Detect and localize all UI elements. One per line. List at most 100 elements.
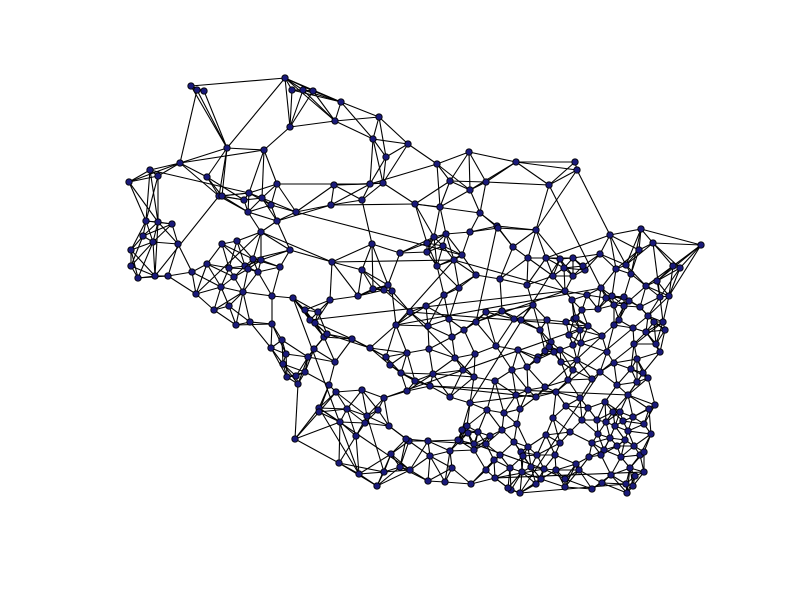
graph-node xyxy=(669,262,677,270)
graph-node xyxy=(602,294,610,302)
graph-node xyxy=(542,254,550,262)
graph-node xyxy=(622,261,630,269)
graph-node xyxy=(278,336,286,344)
graph-node xyxy=(358,386,366,394)
graph-edge xyxy=(295,184,335,213)
graph-edge xyxy=(361,389,368,417)
graph-node xyxy=(332,388,340,396)
graph-edge xyxy=(395,287,602,326)
graph-edge xyxy=(228,305,251,323)
graph-edge xyxy=(469,258,561,404)
graph-node xyxy=(403,349,411,357)
graph-edge xyxy=(515,161,578,171)
graph-node xyxy=(491,474,499,482)
graph-node xyxy=(466,399,474,407)
graph-edge xyxy=(338,462,385,473)
graph-edge xyxy=(179,162,208,178)
graph-edge xyxy=(461,254,477,276)
graph-edge xyxy=(516,423,529,448)
graph-edge xyxy=(190,77,286,87)
graph-node xyxy=(578,416,586,424)
graph-edge xyxy=(330,203,416,206)
graph-node xyxy=(621,436,629,444)
graph-edge xyxy=(627,394,634,418)
graph-node xyxy=(466,186,474,194)
graph-node xyxy=(388,287,396,295)
graph-node xyxy=(380,286,388,294)
graph-edge xyxy=(659,296,664,323)
graph-node xyxy=(490,456,498,464)
graph-node xyxy=(551,451,559,459)
graph-node xyxy=(543,316,551,324)
graph-node xyxy=(327,201,335,209)
graph-edge xyxy=(371,243,374,290)
graph-edge xyxy=(407,143,438,165)
graph-edge xyxy=(485,311,515,320)
graph-node xyxy=(549,414,557,422)
graph-node xyxy=(406,308,414,316)
graph-edge xyxy=(294,438,340,464)
graph-edge xyxy=(203,90,228,149)
graph-node xyxy=(611,422,619,430)
graph-edge xyxy=(451,467,472,485)
graph-edge xyxy=(564,469,580,488)
graph-node xyxy=(273,180,281,188)
graph-edge xyxy=(361,389,385,399)
graph-node xyxy=(603,348,611,356)
graph-node xyxy=(649,239,657,247)
graph-node xyxy=(650,318,658,326)
graph-edge xyxy=(628,285,647,302)
graph-node xyxy=(459,366,467,374)
graph-edge xyxy=(495,345,519,351)
graph-edge xyxy=(179,147,228,164)
graph-node xyxy=(260,146,268,154)
graph-node xyxy=(630,340,638,348)
graph-node xyxy=(268,292,276,300)
graph-edge xyxy=(609,234,617,270)
graph-edge xyxy=(247,211,262,233)
graph-node xyxy=(472,318,480,326)
graph-edge xyxy=(333,184,363,201)
graph-node xyxy=(325,381,333,389)
graph-node xyxy=(573,356,581,364)
graph-node xyxy=(423,248,431,256)
graph-edge xyxy=(427,325,453,338)
graph-edge xyxy=(295,356,309,377)
graph-edge xyxy=(382,182,416,205)
graph-edge xyxy=(548,184,602,289)
graph-node xyxy=(174,240,182,248)
graph-edge xyxy=(609,228,642,236)
graph-edge xyxy=(128,181,147,222)
graph-node xyxy=(509,243,517,251)
graph-edge xyxy=(445,231,471,235)
graph-edge xyxy=(383,397,390,427)
graph-edge xyxy=(519,371,601,494)
graph-edge xyxy=(282,363,299,385)
graph-node xyxy=(593,416,601,424)
graph-node xyxy=(598,479,606,487)
graph-edge xyxy=(248,183,278,194)
graph-edge xyxy=(599,253,627,266)
graph-edge xyxy=(318,407,348,410)
graph-edge xyxy=(276,183,297,213)
graph-node xyxy=(524,254,532,262)
graph-edge xyxy=(540,478,566,488)
graph-node xyxy=(288,86,296,94)
graph-node xyxy=(565,331,573,339)
graph-edge xyxy=(355,435,360,475)
graph-edge xyxy=(361,182,384,201)
graph-node xyxy=(506,464,514,472)
graph-edge xyxy=(409,440,429,471)
graph-node xyxy=(627,270,635,278)
graph-edge xyxy=(128,169,151,183)
graph-edge xyxy=(190,85,228,149)
graph-edge xyxy=(376,469,411,487)
graph-edge xyxy=(606,324,615,353)
graph-node xyxy=(423,239,431,247)
graph-edge xyxy=(630,249,640,275)
graph-edge xyxy=(385,143,409,158)
graph-edge xyxy=(372,138,384,184)
graph-edge xyxy=(130,220,147,251)
graph-edge xyxy=(640,228,702,246)
graph-edge xyxy=(281,339,309,358)
